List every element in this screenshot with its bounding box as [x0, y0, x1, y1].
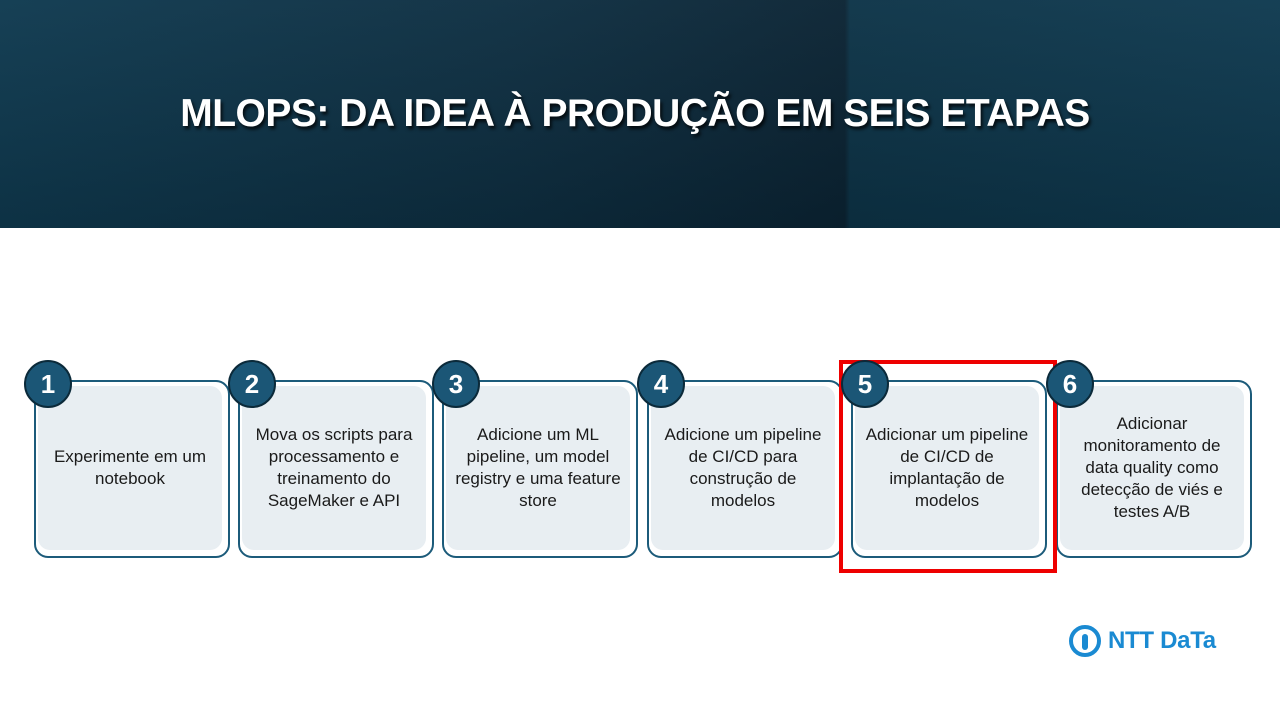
step-number: 3: [432, 360, 480, 408]
step-text: Adicione um ML pipeline, um model regist…: [455, 425, 621, 510]
step-number: 5: [841, 360, 889, 408]
step-5: Adicionar um pipeline de CI/CD de implan…: [841, 360, 1051, 560]
step-number: 4: [637, 360, 685, 408]
step-text: Adicione um pipeline de CI/CD para const…: [664, 425, 822, 510]
step-text: Experimente em um notebook: [53, 447, 207, 488]
step-6: Adicionar monitoramento de data quality …: [1046, 360, 1256, 560]
step-2: Mova os scripts para processamento e tre…: [228, 360, 438, 560]
step-card: [446, 386, 630, 550]
step-card: [651, 386, 835, 550]
step-card: [855, 386, 1039, 550]
step-card: [1060, 386, 1244, 550]
step-text: Adicionar monitoramento de data quality …: [1081, 414, 1223, 521]
step-3: Adicione um ML pipeline, um model regist…: [432, 360, 642, 560]
step-card: [38, 386, 222, 550]
step-1: Experimente em um notebook 1: [24, 360, 234, 560]
step-card: [242, 386, 426, 550]
highlight-box: [839, 360, 1057, 573]
step-number: 6: [1046, 360, 1094, 408]
ntt-data-logo: NTT DaTa: [1068, 624, 1216, 658]
ntt-data-logo-icon: [1069, 625, 1101, 657]
step-number: 2: [228, 360, 276, 408]
step-4: Adicione um pipeline de CI/CD para const…: [637, 360, 847, 560]
step-text: Mova os scripts para processamento e tre…: [255, 425, 413, 510]
slide-title: MLOPS: DA IDEA À PRODUÇÃO EM SEIS ETAPAS: [180, 92, 1090, 135]
step-number: 1: [24, 360, 72, 408]
step-text: Adicionar um pipeline de CI/CD de implan…: [865, 425, 1029, 510]
header-banner: [0, 0, 1280, 228]
logo-text: NTT DaTa: [1108, 627, 1216, 654]
